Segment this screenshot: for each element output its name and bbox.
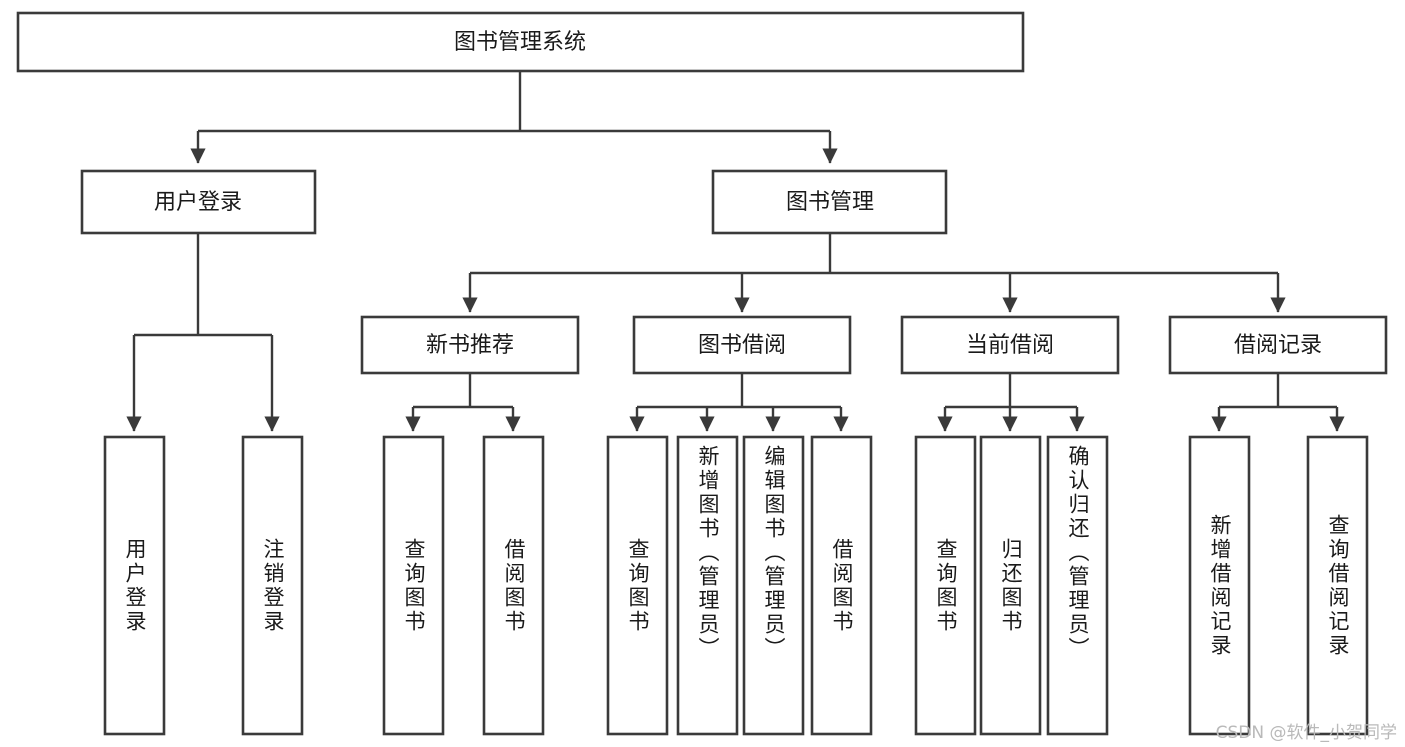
leaf-logout-login-box [241, 435, 304, 736]
leaf-add-book-box [676, 435, 739, 736]
leaf-node-add-book[interactable]: 新增图书（管理员） [676, 435, 739, 736]
node-user-login-label: 用户登录 [154, 190, 242, 215]
leaf-node-user-login[interactable]: 用户登录 [103, 435, 166, 736]
node-current-borrow-label: 当前借阅 [966, 333, 1054, 358]
leaf-confirm-return-label: 确认归还（管理员） [1066, 445, 1090, 661]
node-new-book-recommend-label: 新书推荐 [426, 333, 514, 358]
node-new-book-recommend[interactable]: 新书推荐 [360, 315, 580, 375]
leaf-edit-book-text-wrap: 编辑图书（管理员） [762, 445, 786, 661]
node-user-login-box [80, 169, 317, 235]
node-new-book-recommend-box [360, 315, 580, 375]
leaf-borrow-book-2-text-wrap: 借阅图书 [830, 537, 854, 634]
leaf-node-borrow-book-1[interactable]: 借阅图书 [482, 435, 545, 736]
leaf-node-confirm-return[interactable]: 确认归还（管理员） [1046, 435, 1109, 736]
connector-group-root [190, 71, 838, 164]
node-book-manage[interactable]: 图书管理 [711, 169, 948, 235]
node-borrow-record-label: 借阅记录 [1234, 333, 1322, 358]
leaf-query-book-2-label: 查询图书 [626, 537, 650, 634]
leaf-node-query-book-3[interactable]: 查询图书 [914, 435, 977, 736]
node-root[interactable]: 图书管理系统 [16, 11, 1025, 73]
leaf-query-book-2-text-wrap: 查询图书 [626, 537, 650, 634]
connector-group-user-login [126, 233, 280, 432]
node-borrow-record[interactable]: 借阅记录 [1168, 315, 1388, 375]
node-book-borrow[interactable]: 图书借阅 [632, 315, 852, 375]
leaf-user-login-text-wrap: 用户登录 [123, 537, 147, 634]
leaf-edit-book-label: 编辑图书（管理员） [762, 445, 786, 661]
csdn-watermark: CSDN @软件_小贺同学 [1215, 723, 1397, 743]
node-book-borrow-box [632, 315, 852, 375]
leaf-borrow-book-1-box [482, 435, 545, 736]
connector-group-book-borrow [629, 373, 849, 432]
leaf-query-record-box [1306, 435, 1369, 736]
leaf-query-record-text-wrap: 查询借阅记录 [1326, 513, 1350, 658]
leaf-return-book-text-wrap: 归还图书 [999, 537, 1023, 634]
connector-group-book-manage [462, 233, 1286, 313]
node-book-borrow-label: 图书借阅 [698, 333, 786, 358]
node-current-borrow[interactable]: 当前借阅 [900, 315, 1120, 375]
leaf-node-query-book-1[interactable]: 查询图书 [382, 435, 445, 736]
leaf-add-book-label: 新增图书（管理员） [696, 445, 720, 661]
leaf-query-book-1-text-wrap: 查询图书 [402, 537, 426, 634]
leaf-query-book-2-box [606, 435, 669, 736]
leaf-node-query-record[interactable]: 查询借阅记录 [1306, 435, 1369, 736]
connector-group-new-book-recommend [405, 373, 521, 432]
connector-group-current-borrow [937, 373, 1085, 432]
leaf-query-book-1-box [382, 435, 445, 736]
leaf-borrow-book-1-label: 借阅图书 [502, 537, 526, 634]
leaf-add-record-label: 新增借阅记录 [1208, 513, 1232, 658]
leaf-borrow-book-1-text-wrap: 借阅图书 [502, 537, 526, 634]
leaf-add-record-text-wrap: 新增借阅记录 [1208, 513, 1232, 658]
node-book-manage-box [711, 169, 948, 235]
leaf-borrow-book-2-box [810, 435, 873, 736]
leaf-add-record-box [1188, 435, 1251, 736]
node-root-label: 图书管理系统 [454, 30, 586, 55]
node-book-manage-label: 图书管理 [786, 190, 874, 215]
leaf-user-login-box [103, 435, 166, 736]
leaf-confirm-return-box [1046, 435, 1109, 736]
leaf-borrow-book-2-label: 借阅图书 [830, 537, 854, 634]
leaf-return-book-label: 归还图书 [999, 537, 1023, 634]
leaf-node-borrow-book-2[interactable]: 借阅图书 [810, 435, 873, 736]
node-borrow-record-box [1168, 315, 1388, 375]
node-current-borrow-box [900, 315, 1120, 375]
leaf-query-book-3-text-wrap: 查询图书 [934, 537, 958, 634]
leaf-add-book-text-wrap: 新增图书（管理员） [696, 445, 720, 661]
leaf-query-record-label: 查询借阅记录 [1326, 513, 1350, 658]
leaf-node-edit-book[interactable]: 编辑图书（管理员） [742, 435, 805, 736]
leaf-return-book-box [979, 435, 1042, 736]
leaf-node-query-book-2[interactable]: 查询图书 [606, 435, 669, 736]
leaf-user-login-label: 用户登录 [123, 537, 147, 634]
leaf-query-book-3-box [914, 435, 977, 736]
leaf-logout-login-label: 注销登录 [261, 537, 285, 634]
leaf-query-book-3-label: 查询图书 [934, 537, 958, 634]
leaf-node-return-book[interactable]: 归还图书 [979, 435, 1042, 736]
connector-group-borrow-record [1211, 373, 1345, 432]
leaf-edit-book-box [742, 435, 805, 736]
node-user-login[interactable]: 用户登录 [80, 169, 317, 235]
leaf-query-book-1-label: 查询图书 [402, 537, 426, 634]
node-root-box [16, 11, 1025, 73]
leaf-logout-login-text-wrap: 注销登录 [261, 537, 285, 634]
leaf-node-logout-login[interactable]: 注销登录 [241, 435, 304, 736]
leaf-confirm-return-text-wrap: 确认归还（管理员） [1066, 445, 1090, 661]
leaf-node-add-record[interactable]: 新增借阅记录 [1188, 435, 1251, 736]
